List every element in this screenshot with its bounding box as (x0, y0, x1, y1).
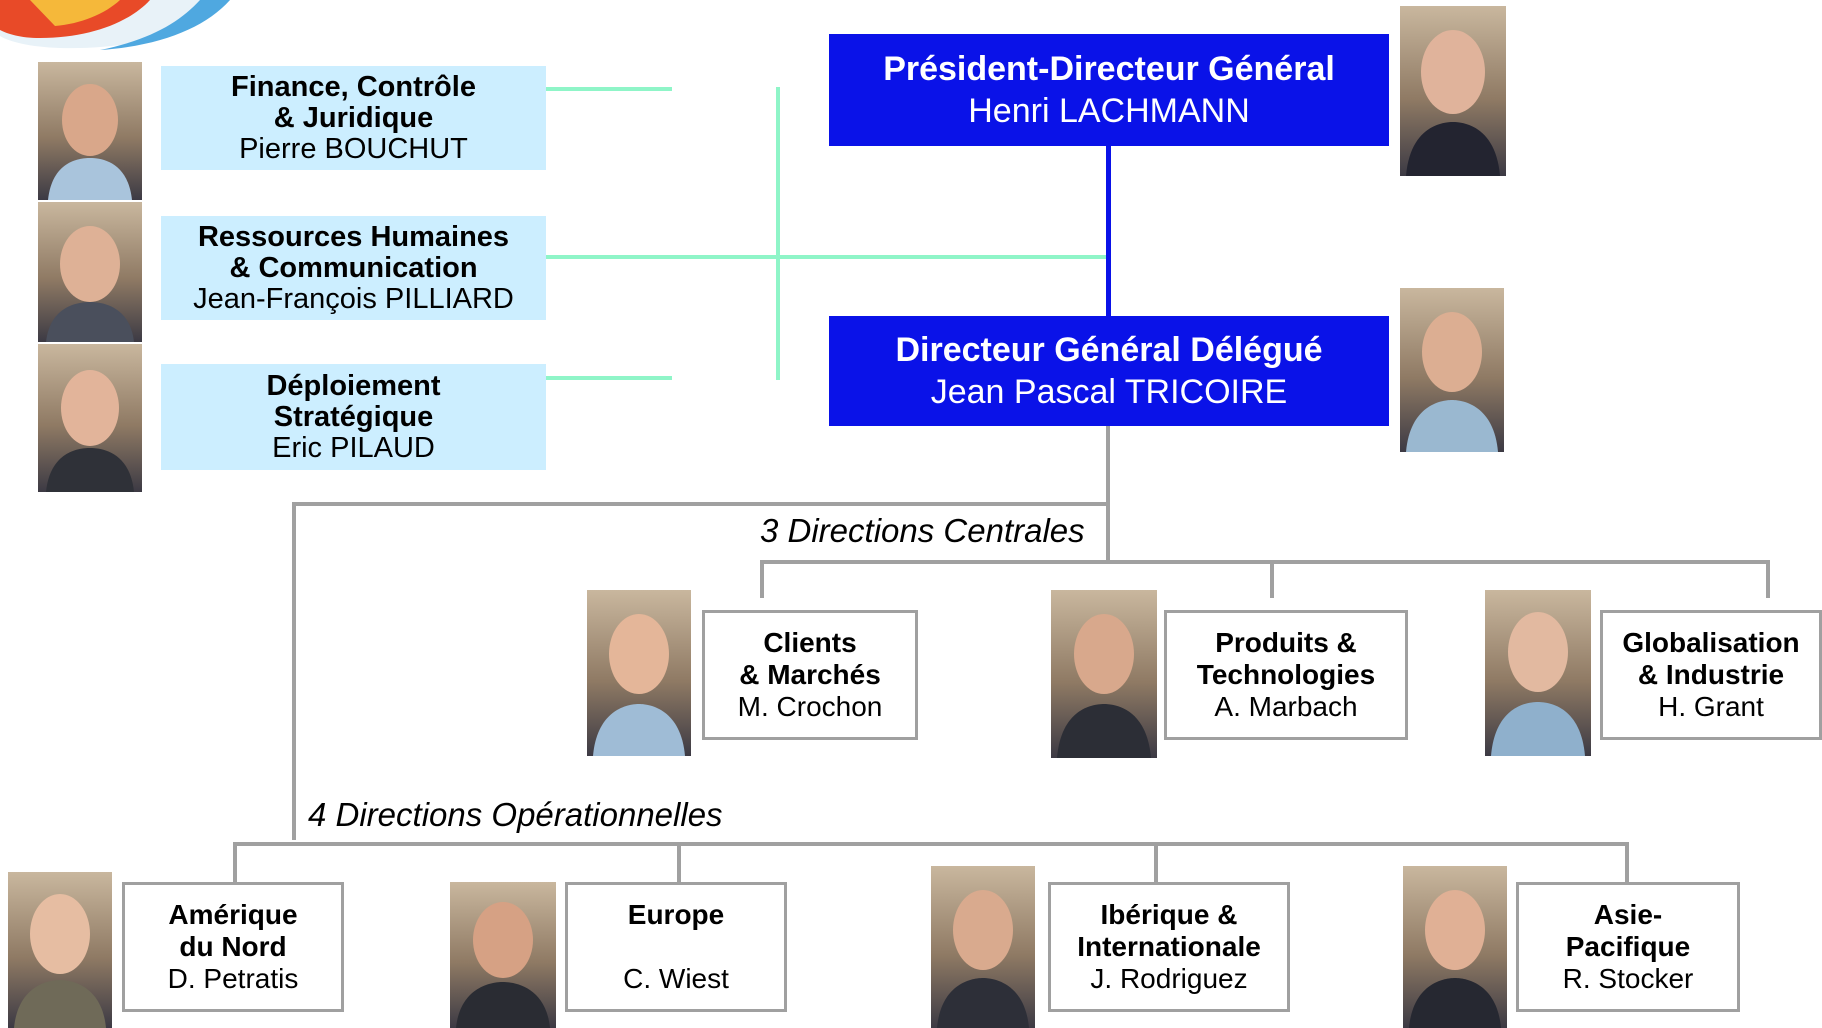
unit-title: Clients & Marchés (739, 627, 881, 690)
unit-name: R. Stocker (1562, 963, 1694, 994)
tree-connector (292, 502, 1110, 506)
portrait-photo (931, 866, 1035, 1028)
unit-name: H. Grant (1658, 691, 1764, 722)
staff-title: Déploiement Stratégique (266, 369, 441, 433)
staff-connector (776, 87, 780, 97)
staff-name: Pierre BOUCHUT (239, 132, 468, 165)
unit-box-clients: Clients & Marchés M. Crochon (702, 610, 918, 740)
tree-connector (760, 560, 1770, 564)
unit-box-iberia: Ibérique & Internationale J. Rodriguez (1048, 882, 1290, 1012)
unit-title: Asie- Pacifique (1565, 899, 1691, 962)
portrait-photo (38, 62, 142, 200)
ceo-deputy-connector (1106, 146, 1111, 316)
staff-connector (546, 376, 672, 380)
tree-connector (760, 560, 764, 598)
tree-connector (292, 502, 296, 840)
portrait-photo (1485, 590, 1591, 756)
tree-connector (1106, 426, 1110, 562)
portrait-photo (1403, 866, 1507, 1028)
operational-caption: 4 Directions Opérationnelles (308, 796, 723, 833)
tree-connector (677, 842, 681, 882)
unit-title: Globalisation & Industrie (1622, 627, 1800, 690)
deputy-title: Directeur Général Délégué (895, 331, 1323, 369)
logo-swirl (0, 0, 230, 50)
unit-title: Amérique du Nord (168, 899, 298, 962)
unit-box-globalisation: Globalisation & Industrie H. Grant (1600, 610, 1822, 740)
deputy-name: Jean Pascal TRICOIRE (930, 373, 1288, 411)
unit-box-asia-pacific: Asie- Pacifique R. Stocker (1516, 882, 1740, 1012)
tree-connector (1270, 560, 1274, 598)
staff-title: Finance, Contrôle & Juridique (231, 70, 476, 134)
portrait-photo (38, 202, 142, 342)
unit-box-products: Produits & Technologies A. Marbach (1164, 610, 1408, 740)
tree-connector (233, 842, 1629, 846)
portrait-photo (1400, 6, 1506, 176)
tree-connector (233, 842, 237, 882)
staff-box-strategy: Déploiement Stratégique Eric PILAUD (161, 364, 546, 470)
tree-connector (1154, 842, 1158, 882)
ceo-name: Henri LACHMANN (968, 92, 1250, 130)
central-caption: 3 Directions Centrales (760, 512, 1085, 549)
staff-connector (546, 255, 1108, 259)
deputy-box: Directeur Général Délégué Jean Pascal TR… (829, 316, 1389, 426)
portrait-photo (1400, 288, 1504, 452)
unit-name: A. Marbach (1214, 691, 1358, 722)
tree-connector (1625, 842, 1629, 882)
staff-name: Jean-François PILLIARD (193, 282, 514, 315)
unit-name: C. Wiest (623, 963, 729, 994)
unit-box-north-america: Amérique du Nord D. Petratis (122, 882, 344, 1012)
portrait-photo (8, 872, 112, 1028)
ceo-box: Président-Directeur Général Henri LACHMA… (829, 34, 1389, 146)
unit-title: Ibérique & Internationale (1077, 899, 1261, 962)
staff-box-hr: Ressources Humaines & Communication Jean… (161, 216, 546, 320)
unit-title: Europe (627, 899, 725, 930)
staff-connector (776, 95, 780, 380)
staff-box-finance: Finance, Contrôle & Juridique Pierre BOU… (161, 66, 546, 170)
staff-title: Ressources Humaines & Communication (197, 220, 510, 284)
staff-connector (546, 87, 672, 91)
unit-box-europe: Europe C. Wiest (565, 882, 787, 1012)
tree-connector (1766, 560, 1770, 598)
unit-title: Produits & Technologies (1196, 627, 1376, 690)
portrait-photo (587, 590, 691, 756)
portrait-photo (1051, 590, 1157, 758)
unit-name: M. Crochon (737, 691, 883, 722)
portrait-photo (450, 882, 556, 1028)
spacer (568, 931, 784, 963)
unit-name: D. Petratis (167, 963, 299, 994)
ceo-title: Président-Directeur Général (883, 50, 1335, 88)
unit-name: J. Rodriguez (1090, 963, 1248, 994)
portrait-photo (38, 344, 142, 492)
staff-name: Eric PILAUD (272, 431, 435, 464)
